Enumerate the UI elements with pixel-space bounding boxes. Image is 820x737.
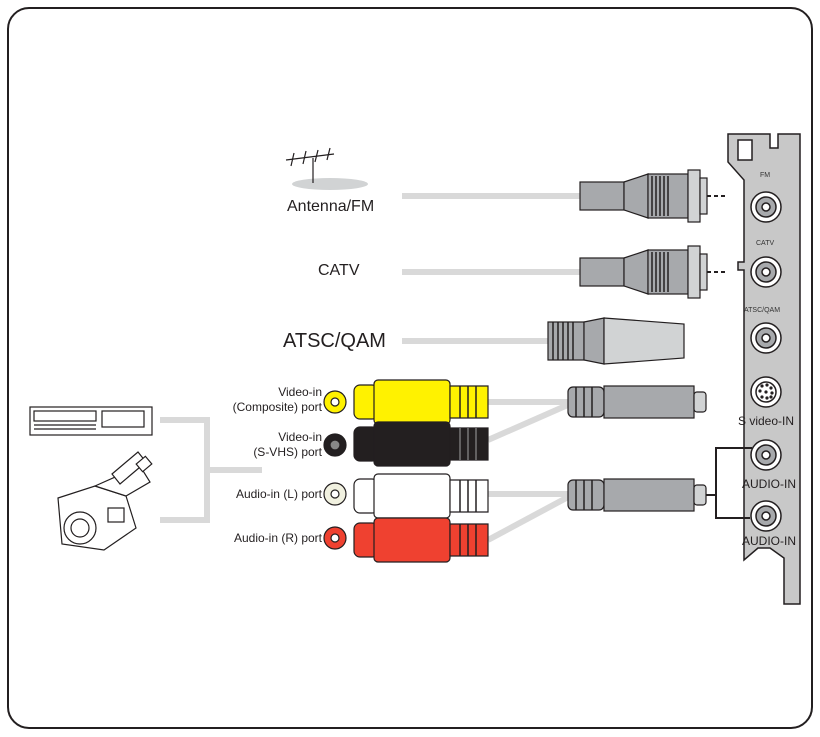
vcr-icon [29, 406, 153, 436]
audio-in-port-label-1: AUDIO-IN [742, 477, 796, 491]
svhs-black-plug [353, 421, 489, 467]
video-composite-line1: Video-in [278, 385, 322, 399]
catv-f-plug [579, 245, 728, 299]
audio-breakout-connector [567, 478, 716, 512]
audio-red-plug [353, 517, 489, 563]
video-breakout-connector [567, 385, 707, 419]
fm-jack [750, 191, 782, 223]
card-jacks [750, 191, 782, 532]
atsc-qam-label: ATSC/QAM [283, 330, 386, 352]
audio-white-plug [353, 473, 489, 519]
video-composite-line2: (Composite) port [232, 400, 322, 414]
diagram-frame [7, 7, 813, 729]
video-svhs-label: Video-in (S-VHS) port [253, 430, 322, 460]
s-video-jack [750, 376, 782, 408]
audio-in-jack-1 [750, 439, 782, 471]
atsc-qam-port-label: ATSC/QAM [744, 307, 781, 314]
antenna-label: Antenna/FM [287, 198, 375, 215]
rca-plugs [353, 379, 489, 563]
s-video-in-port-label: S video-IN [738, 414, 795, 428]
video-svhs-line2: (S-VHS) port [253, 445, 322, 459]
audio-splitter-cables [486, 491, 572, 543]
catv-label: CATV [318, 262, 360, 279]
input-port-jacks [323, 390, 347, 550]
source-bracket-cables [160, 417, 262, 523]
catv-jack [750, 256, 782, 288]
audio-left-label: Audio-in (L) port [235, 487, 322, 501]
camcorder-icon [57, 451, 153, 551]
audio-right-label: Audio-in (R) port [233, 531, 322, 545]
audio-in-port-label-2: AUDIO-IN [742, 534, 796, 548]
fm-port-label: FM [760, 172, 771, 179]
video-composite-label: Video-in (Composite) port [233, 385, 322, 415]
cables [160, 193, 582, 543]
antenna-icon [285, 147, 368, 190]
atsc-qam-jack [750, 322, 782, 354]
audio-in-jack-2 [750, 500, 782, 532]
catv-port-label: CATV [756, 240, 775, 247]
audio-in-bracket-line [708, 447, 752, 519]
atsc-adapter-plug [547, 317, 685, 365]
pci-bracket [727, 133, 801, 605]
video-svhs-line1: Video-in [278, 430, 322, 444]
composite-yellow-plug [353, 379, 489, 425]
antenna-f-plug [579, 169, 728, 223]
video-splitter-cables [486, 399, 572, 443]
